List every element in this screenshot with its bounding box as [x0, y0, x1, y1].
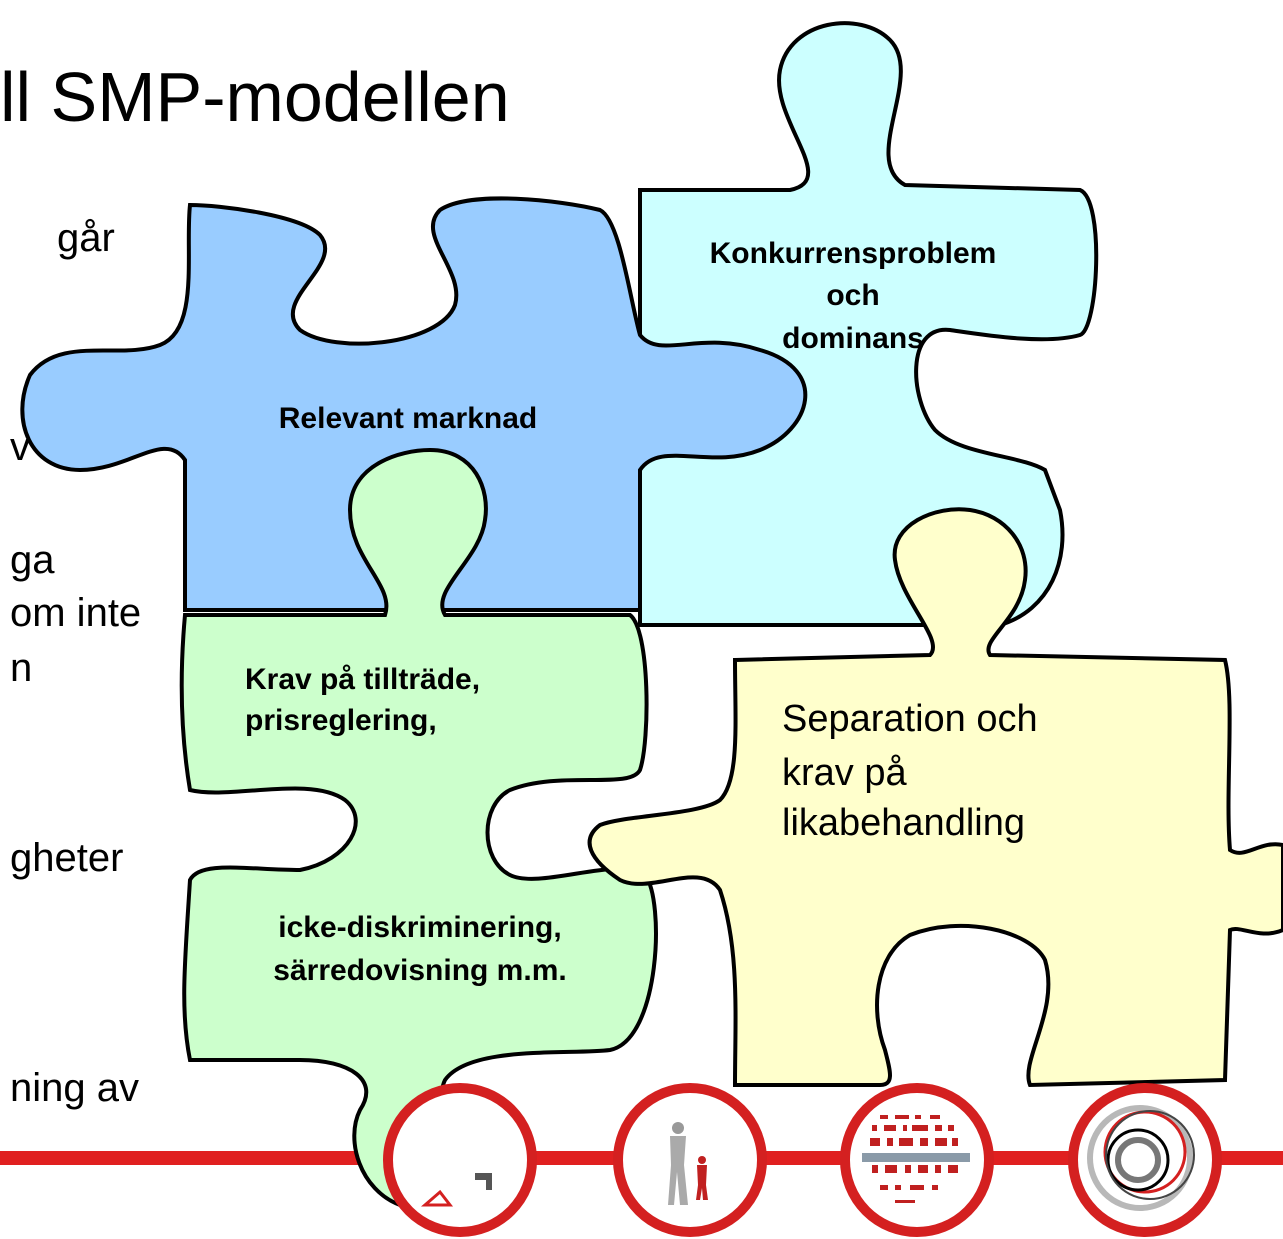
footer-circle-grid: [840, 1083, 994, 1237]
body-fragment-n: n: [10, 646, 33, 690]
people-icon: [668, 1122, 708, 1205]
puzzle-piece-separation: [587, 507, 1283, 1088]
body-fragment-om-inte: om inte: [10, 591, 142, 635]
body-fragment-gheter: gheter: [10, 836, 124, 880]
footer-circle-arrows: [383, 1083, 537, 1237]
arrow-shapes-icon: [420, 1173, 492, 1207]
label-icke-diskriminering: icke-diskriminering,: [278, 911, 561, 944]
label-likabehandling: likabehandling: [782, 802, 1025, 844]
footer-circle-rings: [1068, 1083, 1222, 1237]
puzzle-piece-krav: [179, 447, 658, 1214]
label-konkurrensproblem: Konkurrensproblem: [710, 237, 997, 270]
label-krav-pa-tilltrade: Krav på tillträde,: [245, 663, 480, 696]
label-prisreglering: prisreglering,: [245, 704, 437, 737]
body-fragment-ga: ga: [10, 538, 55, 582]
grid-band: [862, 1153, 970, 1162]
body-fragment-ning-av: ning av: [10, 1066, 139, 1110]
label-krav-pa: krav på: [782, 752, 907, 794]
pixel-grid-icon: [870, 1115, 958, 1203]
label-och: och: [826, 279, 879, 312]
footer-circle-people: [613, 1083, 767, 1237]
label-dominans: dominans: [782, 322, 924, 355]
puzzle-piece-konkurrens: [638, 21, 1099, 627]
label-separation-och: Separation och: [782, 698, 1038, 740]
concentric-rings-icon: [1087, 1105, 1195, 1211]
label-sarredovisning: särredovisning m.m.: [273, 954, 566, 987]
label-relevant-marknad: Relevant marknad: [279, 402, 537, 435]
slide-title: ll SMP-modellen: [0, 58, 510, 136]
body-fragment-gar: går: [57, 216, 115, 260]
puzzle-piece-relevant: [20, 196, 808, 612]
